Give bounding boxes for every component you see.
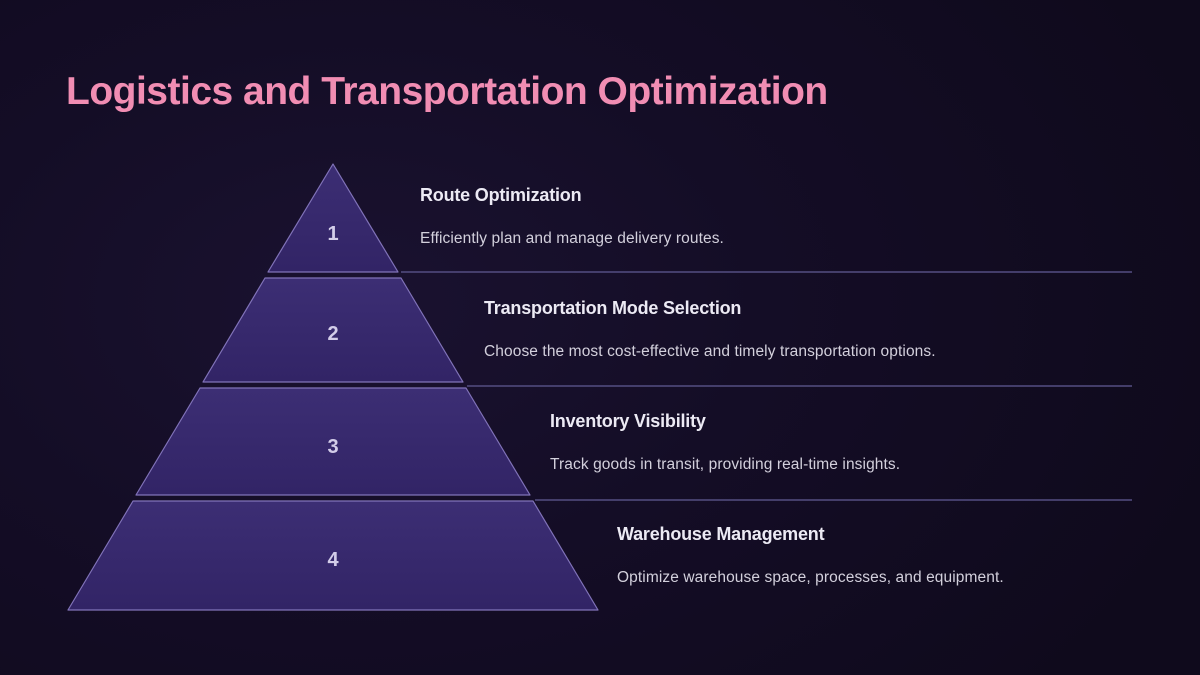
section-description: Efficiently plan and manage delivery rou…: [420, 230, 724, 247]
pyramid-level-3-shape: [135, 387, 531, 496]
level-number-2: 2: [327, 323, 338, 345]
pyramid-level-2-shape: [202, 277, 464, 383]
level-number-4: 4: [327, 549, 339, 571]
pyramid-level-1-shape: [267, 163, 399, 273]
section-description: Track goods in transit, providing real-t…: [550, 456, 901, 473]
pyramid-section-2: Transportation Mode Selection Choose the…: [484, 298, 936, 361]
slide-title: Logistics and Transportation Optimizatio…: [66, 70, 828, 113]
pyramid-section-1: Route Optimization Efficiently plan and …: [420, 185, 724, 248]
section-title: Inventory Visibility: [550, 411, 706, 431]
level-number-1: 1: [327, 223, 338, 245]
pyramid-section-4: Warehouse Management Optimize warehouse …: [617, 524, 1004, 587]
section-title: Transportation Mode Selection: [484, 298, 742, 318]
section-description: Choose the most cost-effective and timel…: [484, 343, 936, 360]
section-title: Warehouse Management: [617, 524, 825, 544]
section-title: Route Optimization: [420, 185, 582, 205]
level-number-3: 3: [327, 436, 338, 458]
pyramid-section-3: Inventory Visibility Track goods in tran…: [550, 411, 900, 474]
pyramid-level-4-shape: [67, 500, 599, 611]
section-description: Optimize warehouse space, processes, and…: [617, 569, 1004, 586]
